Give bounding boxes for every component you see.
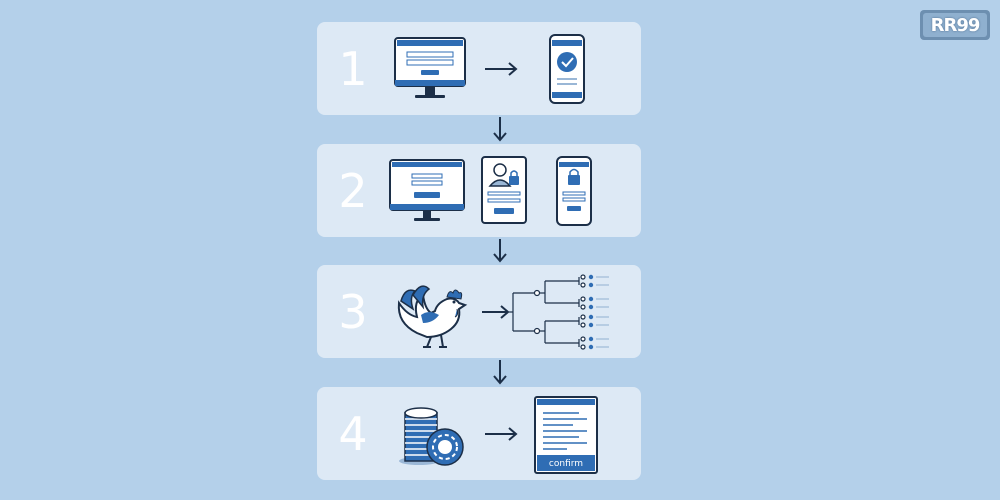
confirm-slip-icon: confirm bbox=[534, 396, 598, 474]
arrow-down-icon bbox=[493, 360, 507, 385]
phone-lock-icon bbox=[556, 156, 592, 226]
phone-verified-icon bbox=[549, 34, 585, 104]
step-1-art bbox=[394, 34, 585, 104]
arrow-down-icon bbox=[493, 117, 507, 142]
rooster-icon bbox=[397, 285, 468, 348]
step-4-art: confirm bbox=[399, 396, 598, 474]
arrow-right-icon bbox=[485, 62, 518, 76]
step-2-art bbox=[389, 156, 592, 226]
arrow-right-icon bbox=[485, 427, 518, 441]
arrow-down-icon bbox=[493, 239, 507, 263]
step-1-panel: 1 bbox=[317, 22, 641, 115]
chip-stack-icon bbox=[399, 407, 464, 466]
step-4-panel: 4 bbox=[317, 387, 641, 480]
step-2-panel: 2 bbox=[317, 144, 641, 237]
desktop-login-icon bbox=[394, 37, 466, 98]
bracket-tree-icon bbox=[509, 274, 609, 350]
desktop-form-icon bbox=[389, 159, 465, 221]
arrow-right-icon bbox=[482, 305, 510, 319]
user-lock-card-icon bbox=[481, 156, 527, 224]
logo-text: RR99 bbox=[930, 14, 981, 36]
confirm-label: confirm bbox=[549, 459, 583, 469]
rr99-logo: RR99 bbox=[920, 10, 990, 40]
step-number: 3 bbox=[338, 284, 368, 339]
step-3-art bbox=[397, 274, 609, 350]
step-number: 2 bbox=[338, 163, 368, 218]
step-number: 1 bbox=[338, 41, 368, 96]
step-3-panel: 3 bbox=[317, 265, 641, 358]
step-number: 4 bbox=[338, 406, 368, 461]
